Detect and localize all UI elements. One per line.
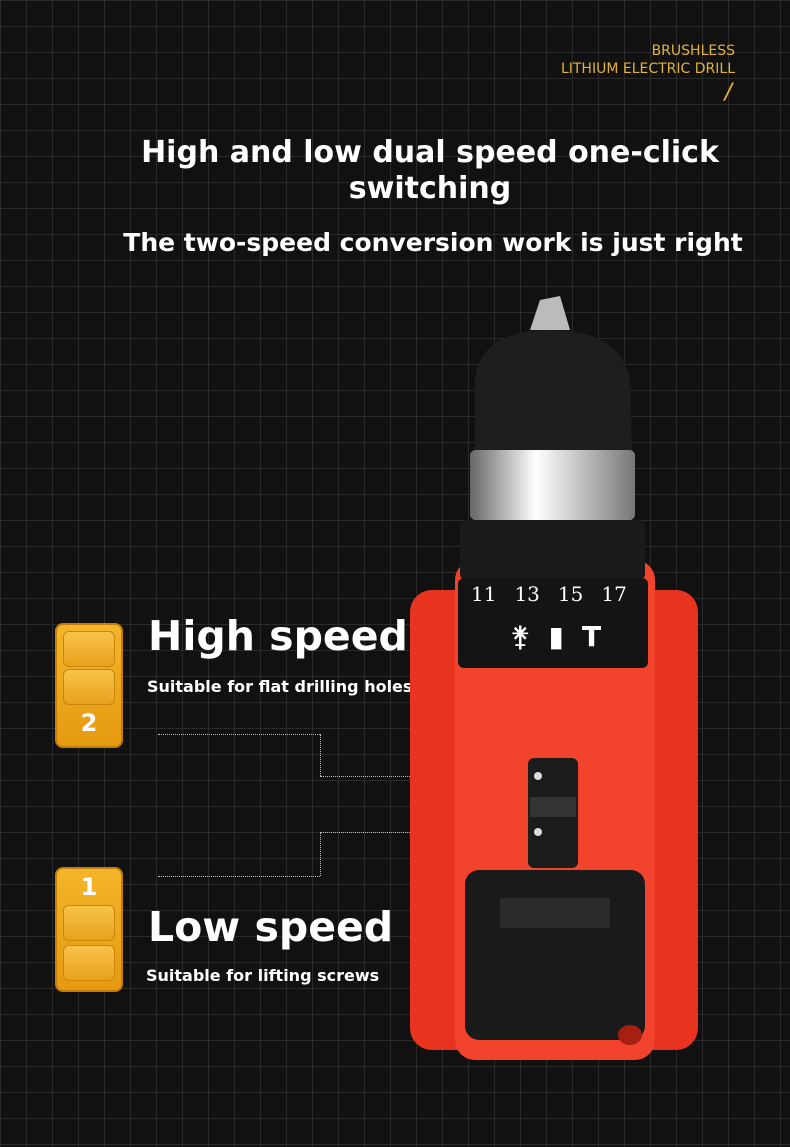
screw-icon: ⚵ (510, 620, 531, 653)
brand-line-2: LITHIUM ELECTRIC DRILL (560, 61, 735, 77)
torque-mark: 17 (601, 582, 627, 606)
high-speed-description: Suitable for flat drilling holes (147, 677, 413, 696)
torque-mark: 11 (471, 582, 497, 606)
high-speed-title: High speed (148, 612, 408, 660)
low-speed-description: Suitable for lifting screws (146, 966, 380, 985)
hammer-icon: T (581, 620, 602, 653)
low-speed-switch-icon: 1 (55, 867, 123, 992)
torque-mark: 13 (514, 582, 540, 606)
brand-mark: / (724, 80, 732, 105)
low-speed-title: Low speed (148, 903, 394, 951)
product-label: BRUSHLESS LITHIUM ELECTRIC DRILL (561, 42, 735, 78)
mode-selector[interactable]: ⚵ ▮ T (510, 620, 601, 653)
page-subtitle: The two-speed conversion work is just ri… (123, 228, 743, 257)
torque-mark: 15 (557, 582, 584, 606)
switch-number: 1 (80, 873, 98, 901)
switch-number: 2 (80, 709, 98, 737)
torque-dial[interactable]: 11 13 15 17 (471, 582, 627, 606)
high-speed-switch-icon: 2 (55, 623, 123, 748)
brand-line-1: BRUSHLESS (651, 43, 735, 59)
page-title: High and low dual speed one-click switch… (141, 135, 719, 206)
drill-image: 11 13 15 17 ⚵ ▮ T (405, 290, 705, 1070)
drill-bit-icon: ▮ (548, 620, 564, 653)
